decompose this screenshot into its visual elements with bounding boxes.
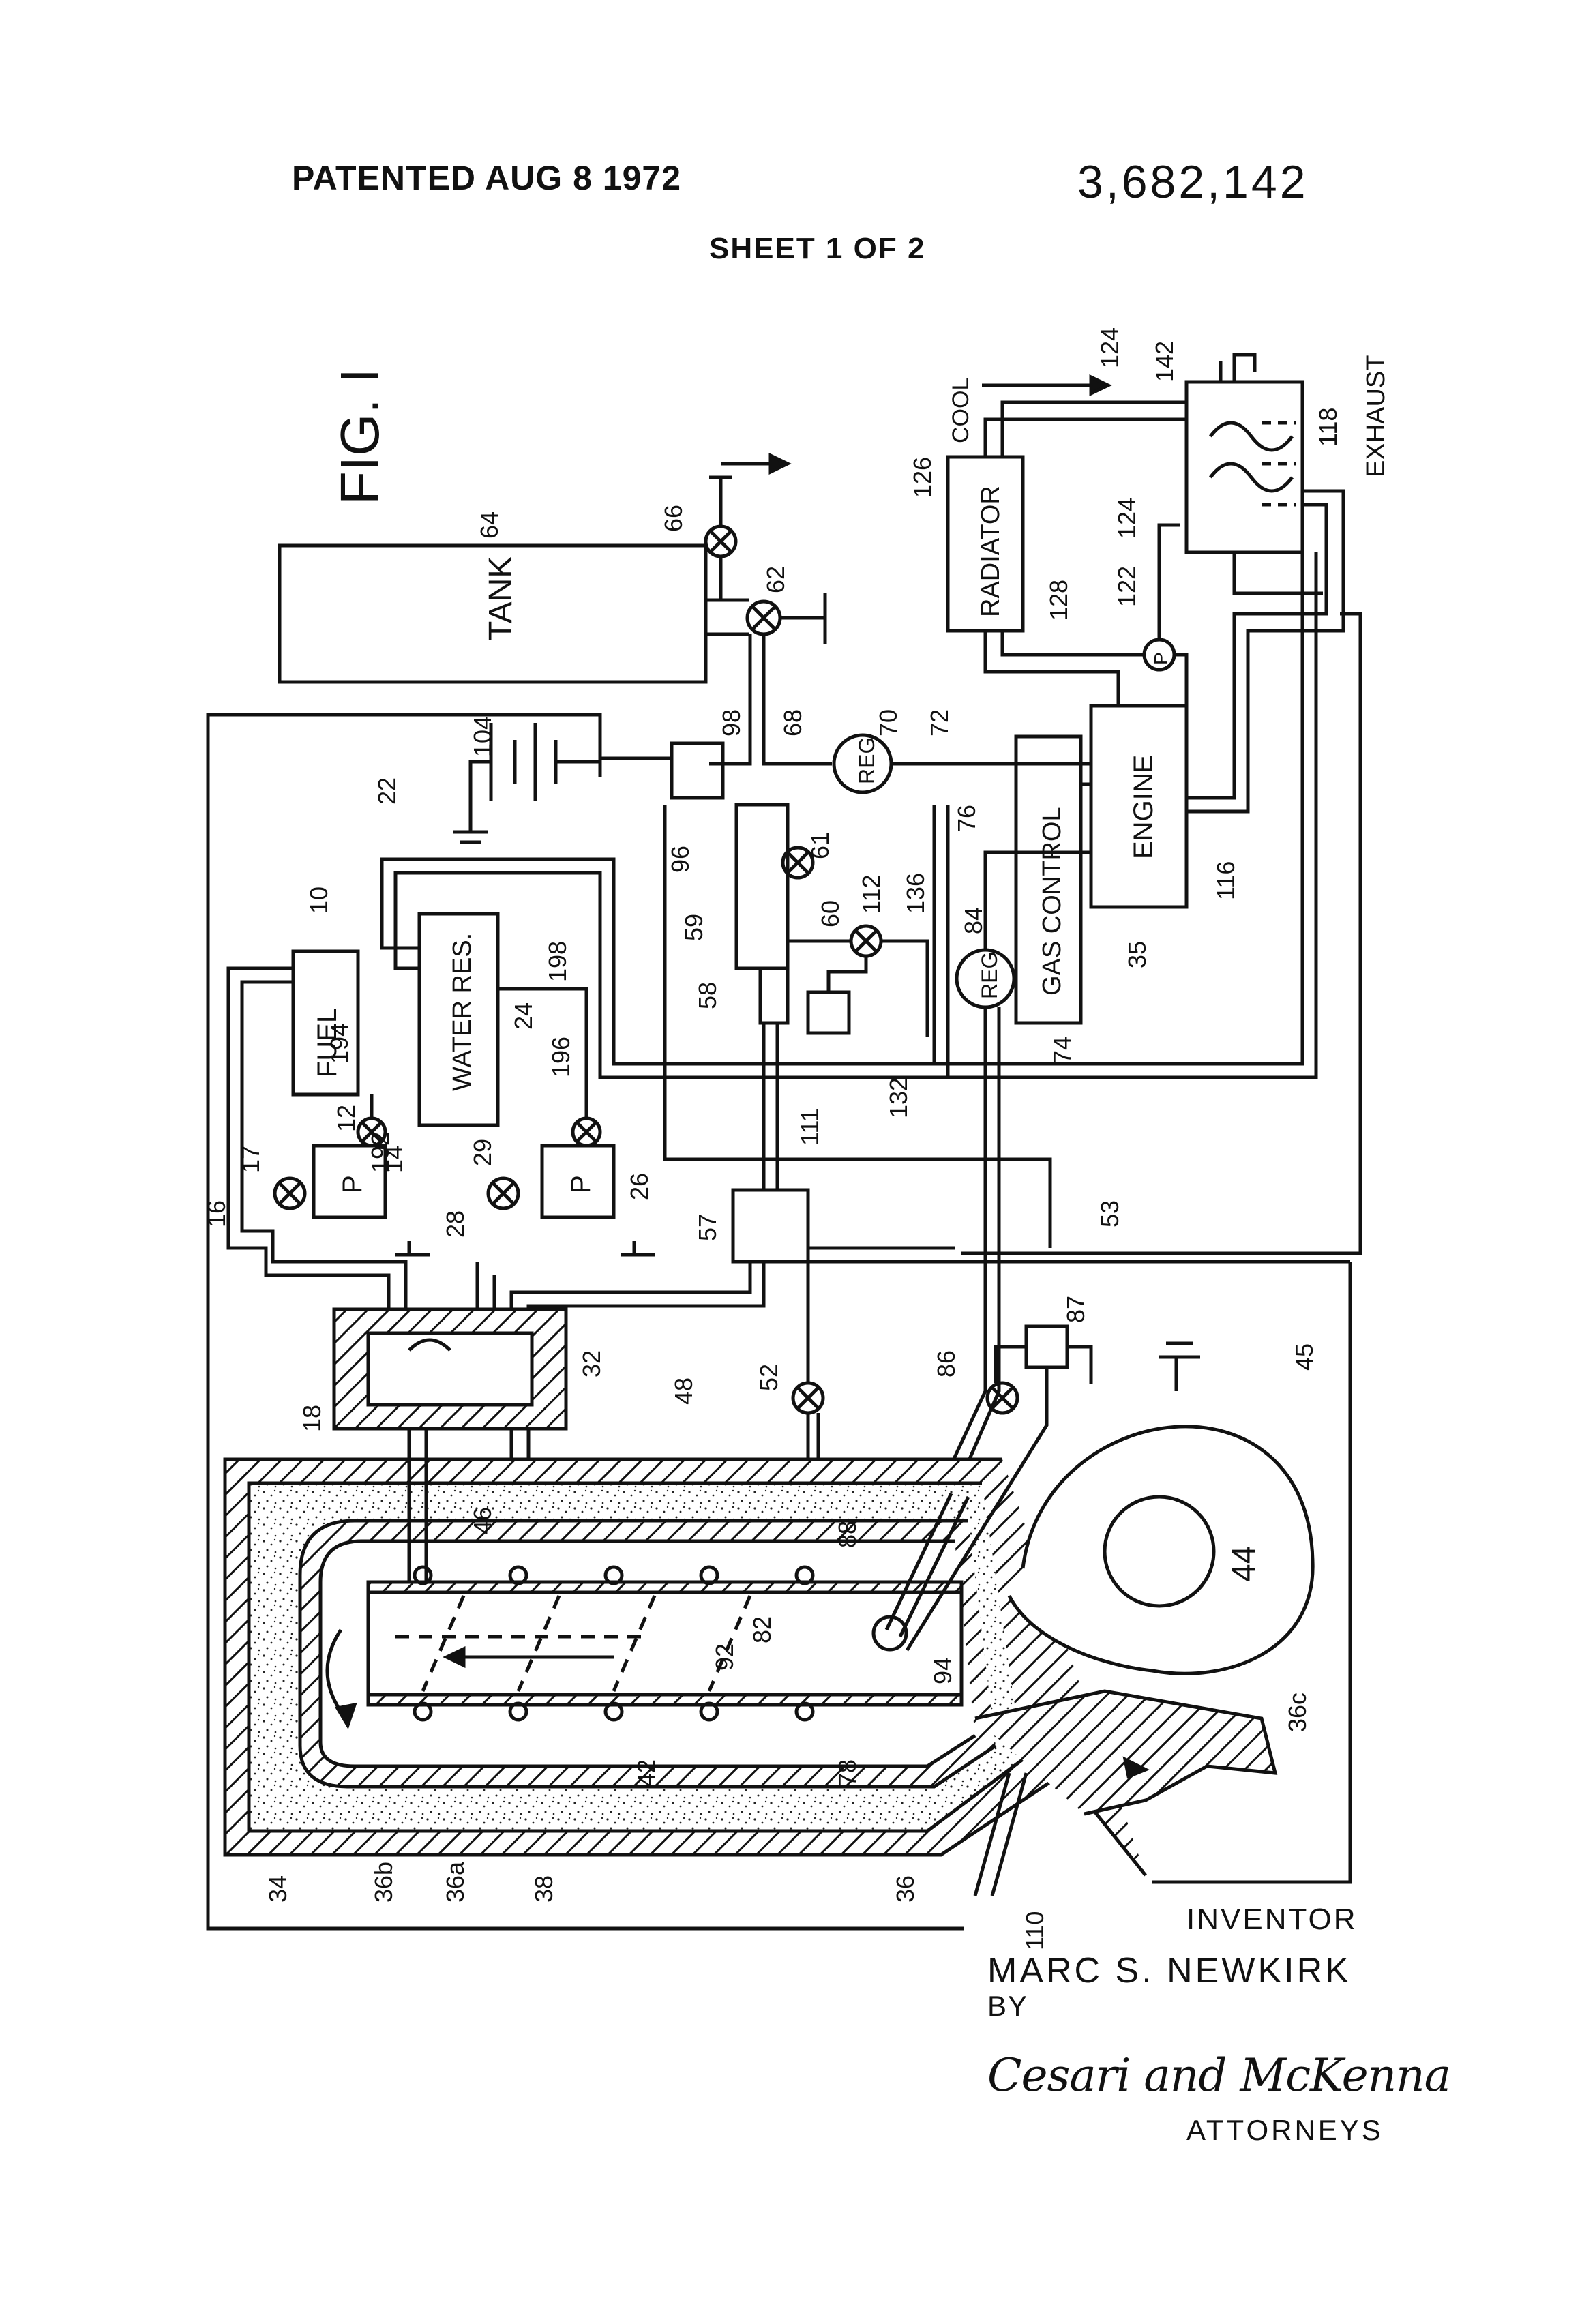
ref-48: 48 <box>670 1377 698 1405</box>
fig-title: FIG. I <box>329 368 390 505</box>
ref-70: 70 <box>874 709 902 736</box>
ref-53: 53 <box>1096 1200 1124 1227</box>
pump-14-label: P <box>338 1175 368 1193</box>
ref-111: 111 <box>796 1108 824 1146</box>
ref-38: 38 <box>530 1875 558 1903</box>
ref-198: 198 <box>543 941 571 982</box>
attorneys-label: ATTORNEYS <box>1186 2114 1384 2147</box>
muffler-118 <box>1186 382 1302 552</box>
cool-label: COOL <box>948 378 974 443</box>
ref-110: 110 <box>1021 1911 1049 1950</box>
ref-142: 142 <box>1150 341 1178 382</box>
ref-94: 94 <box>929 1657 957 1684</box>
ref-46: 46 <box>468 1507 496 1534</box>
ref-87: 87 <box>1062 1296 1090 1323</box>
ref-28: 28 <box>441 1210 469 1238</box>
ref-36a: 36a <box>441 1861 469 1903</box>
blower-44 <box>1009 1427 1313 1673</box>
igniter-87 <box>1026 1326 1067 1367</box>
ref-72: 72 <box>925 709 953 736</box>
ref-88: 88 <box>833 1521 861 1548</box>
ref-58: 58 <box>693 982 721 1009</box>
ref-112: 112 <box>857 875 885 914</box>
control-wire-53 <box>961 614 1360 1253</box>
ref-57: 57 <box>693 1214 721 1241</box>
valve-body-59 <box>736 805 788 968</box>
ref-82: 82 <box>748 1616 776 1643</box>
ref-122: 122 <box>1113 566 1141 607</box>
ref-36: 36 <box>891 1875 919 1903</box>
ref-76: 76 <box>953 805 981 832</box>
ref-116: 116 <box>1212 861 1240 900</box>
tank-label: TANK <box>483 556 519 641</box>
ref-59: 59 <box>680 914 708 941</box>
ref-26: 26 <box>625 1173 653 1200</box>
ref-104: 104 <box>468 716 496 757</box>
solenoid-57 <box>733 1190 808 1262</box>
water-res-label: WATER RES. <box>448 933 477 1091</box>
gas-control-label: GAS CONTROL <box>1038 807 1066 996</box>
pump-122-label: P <box>1150 652 1171 665</box>
ref-34: 34 <box>264 1875 292 1903</box>
ref-66: 66 <box>659 505 687 532</box>
exhaust-label: EXHAUST <box>1362 355 1390 477</box>
ref-126: 126 <box>908 457 936 498</box>
ref-74: 74 <box>1048 1037 1076 1064</box>
ref-62: 62 <box>762 566 790 593</box>
ref-98: 98 <box>717 709 745 736</box>
ref-24: 24 <box>509 1002 537 1030</box>
ref-29: 29 <box>468 1139 496 1166</box>
ref-136: 136 <box>901 873 929 914</box>
reg-70-label: REG <box>854 737 879 784</box>
ref-124-top: 124 <box>1096 327 1124 368</box>
ref-118: 118 <box>1314 408 1342 447</box>
ref-42: 42 <box>632 1759 660 1787</box>
reaction-tube-42 <box>368 1582 961 1705</box>
reg-84-label: REG <box>977 952 1002 999</box>
ref-22: 22 <box>373 777 401 805</box>
ref-64: 64 <box>475 511 503 539</box>
ref-78: 78 <box>833 1759 861 1787</box>
inventor-name: MARC S. NEWKIRK <box>987 1950 1352 1991</box>
ref-18: 18 <box>298 1405 326 1432</box>
ref-96: 96 <box>666 846 694 873</box>
ref-36c: 36c <box>1283 1693 1311 1732</box>
ref-68: 68 <box>779 709 807 736</box>
ref-60: 60 <box>816 900 844 927</box>
ref-194: 194 <box>325 1023 353 1064</box>
ref-192: 192 <box>366 1132 394 1173</box>
valve-58 <box>760 968 788 1023</box>
ref-52: 52 <box>755 1364 783 1391</box>
ref-132: 132 <box>884 1077 912 1118</box>
inventor-label: INVENTOR <box>1186 1903 1358 1937</box>
pump-26-label: P <box>566 1175 596 1193</box>
ref-84: 84 <box>959 907 987 934</box>
ref-86: 86 <box>932 1350 960 1377</box>
ref-12: 12 <box>332 1105 360 1132</box>
ref-61: 61 <box>806 832 834 859</box>
radiator-label: RADIATOR <box>976 486 1005 617</box>
ref-10: 10 <box>305 887 333 914</box>
ref-17: 17 <box>237 1146 265 1173</box>
switch-96 <box>672 743 723 798</box>
ref-32: 32 <box>578 1350 606 1377</box>
ref-128: 128 <box>1045 580 1073 621</box>
box-111 <box>808 992 849 1033</box>
attorney-signature: Cesari and McKenna <box>987 2049 1450 2102</box>
ref-92: 92 <box>711 1643 738 1671</box>
ref-36b: 36b <box>370 1862 398 1903</box>
by-label: BY <box>987 1990 1028 2023</box>
engine-label: ENGINE <box>1129 755 1159 859</box>
ref-16: 16 <box>203 1200 230 1227</box>
ref-35: 35 <box>1123 941 1151 968</box>
ref-124: 124 <box>1113 498 1141 539</box>
ref-45: 45 <box>1290 1343 1318 1371</box>
ref-44: 44 <box>1226 1546 1262 1582</box>
ref-196: 196 <box>547 1037 575 1077</box>
